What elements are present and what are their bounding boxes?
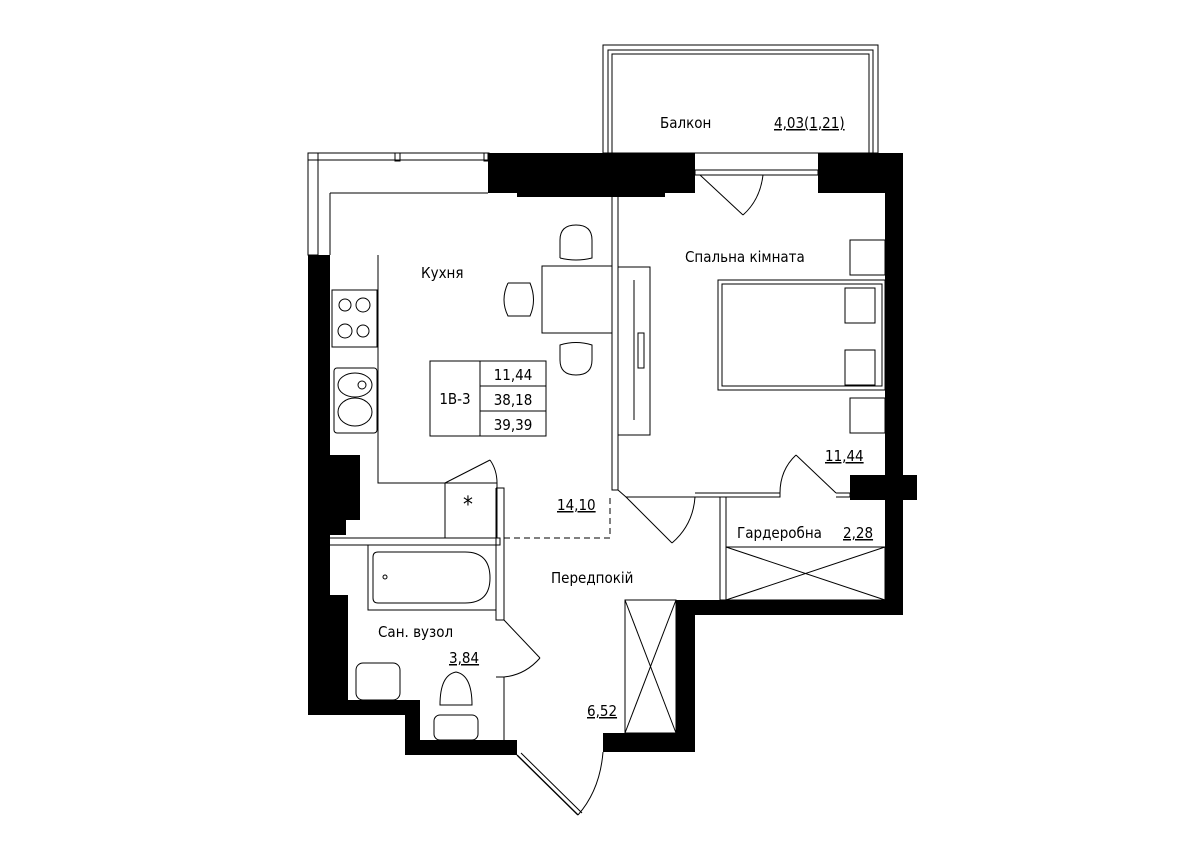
unit-code: 1В-3	[439, 390, 470, 408]
hallway-area: 6,52	[587, 702, 617, 720]
hallway-closet	[624, 599, 677, 734]
kitchen-label: Кухня	[421, 264, 464, 282]
dining-table	[541, 265, 613, 334]
total-area-with-balcony-value: 39,39	[494, 416, 533, 434]
washbasin-icon	[355, 662, 401, 701]
bedroom-label: Спальна кімната	[685, 248, 805, 266]
bathroom-area: 3,84	[449, 649, 479, 667]
toilet-icon	[439, 671, 473, 706]
balcony-label: Балкон	[660, 114, 711, 132]
nightstand	[849, 397, 886, 434]
fridge-marker: *	[463, 493, 473, 518]
wall-top-left	[488, 153, 695, 197]
wardrobe-label: Гардеробна	[737, 524, 822, 542]
tv-stand	[617, 266, 651, 436]
wall-top-right	[603, 153, 917, 752]
total-area-value: 38,18	[494, 391, 533, 409]
bed-icon	[717, 279, 886, 391]
balcony-area: 4,03(1,21)	[774, 114, 845, 132]
window-left	[307, 152, 490, 256]
chair-icon	[559, 224, 593, 261]
room-labels: Балкон 4,03(1,21) Кухня 14,10 Спальна кі…	[378, 114, 873, 720]
bathtub-icon	[367, 544, 497, 611]
wall-left	[308, 255, 517, 755]
partitions	[329, 169, 851, 816]
chair-icon	[503, 282, 534, 317]
furniture	[331, 224, 886, 741]
nightstand	[849, 239, 886, 276]
bathroom-label: Сан. вузол	[378, 623, 453, 641]
fridge-icon	[444, 482, 498, 539]
living-area-value: 11,44	[494, 366, 533, 384]
wardrobe-closet	[725, 546, 886, 601]
hallway-label: Передпокій	[551, 569, 633, 587]
sink-icon	[333, 367, 378, 434]
summary-table: 1В-3 11,44 38,18 39,39	[429, 360, 547, 437]
cooktop-icon	[331, 289, 378, 348]
bedroom-area: 11,44	[825, 447, 864, 465]
kitchen-area: 14,10	[557, 496, 596, 514]
balcony	[602, 44, 879, 154]
chair-icon	[559, 342, 593, 376]
walls	[308, 153, 917, 755]
wardrobe-area: 2,28	[843, 524, 873, 542]
